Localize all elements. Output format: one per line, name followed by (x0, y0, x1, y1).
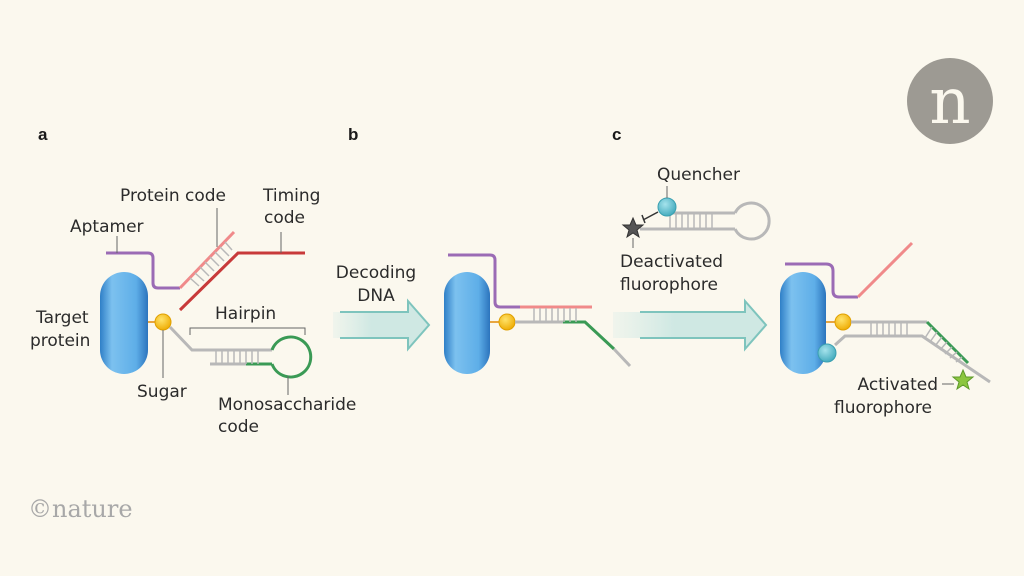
label-quencher: Quencher (657, 165, 740, 185)
panel-label-c: c (612, 125, 621, 144)
label-decoding-2: DNA (357, 286, 395, 306)
panel-a: Protein code Timing code Aptamer Target … (30, 186, 356, 437)
panel-label-a: a (38, 125, 48, 144)
sugar-c (834, 313, 852, 331)
label-timing-2: code (264, 208, 305, 228)
label-monosaccharide-2: code (218, 417, 259, 437)
nature-logo: n (907, 58, 993, 144)
target-protein-a (100, 272, 148, 374)
base-pairs-a (189, 241, 233, 287)
hairpin-strand (168, 325, 272, 352)
label-hairpin: Hairpin (215, 304, 276, 324)
arrow-activation (613, 298, 768, 352)
monosaccharide-loop (270, 335, 313, 379)
copyright-nature: ©nature (28, 495, 133, 523)
label-sugar: Sugar (137, 382, 187, 402)
deactivated-fluorophore-star (621, 216, 645, 239)
base-pairs-c (870, 322, 963, 363)
aptamer-c (785, 262, 858, 299)
quencher-ball (657, 197, 677, 217)
panel-b (444, 253, 632, 374)
target-protein-c (780, 272, 826, 374)
quencher-ball-c (817, 343, 837, 363)
label-timing-1: Timing (262, 186, 320, 206)
label-monosaccharide-1: Monosaccharide (218, 395, 356, 415)
quencher-probe: Quencher Deactivated fluorophore (620, 165, 771, 295)
logo-letter: n (929, 65, 970, 139)
activated-fluorophore-star (951, 368, 975, 391)
label-aptamer: Aptamer (70, 217, 144, 237)
panel-label-b: b (348, 125, 358, 144)
base-pairs-hairpin (215, 350, 259, 364)
label-activated-2: fluorophore (834, 398, 932, 418)
arrow-decoding: Decoding DNA (333, 263, 431, 352)
timing-code-strand (178, 251, 305, 312)
label-target-2: protein (30, 331, 90, 351)
label-decoding-1: Decoding (336, 263, 416, 283)
target-protein-b (444, 272, 490, 374)
label-deactivated-2: fluorophore (620, 275, 718, 295)
base-pairs-b (533, 308, 577, 322)
label-target-1: Target (35, 308, 89, 328)
protein-code-strand (178, 230, 236, 290)
aptamer-b (448, 253, 520, 309)
sugar-a (154, 313, 172, 331)
aptamer-strand (106, 251, 180, 290)
quench-indicator (641, 211, 659, 224)
label-protein-code: Protein code (120, 186, 226, 206)
panel-c: Activated fluorophore (780, 241, 991, 418)
sugar-b (498, 313, 516, 331)
protein-code-c (856, 241, 914, 299)
label-activated-1: Activated (858, 375, 938, 395)
label-deactivated-1: Deactivated (620, 252, 723, 272)
